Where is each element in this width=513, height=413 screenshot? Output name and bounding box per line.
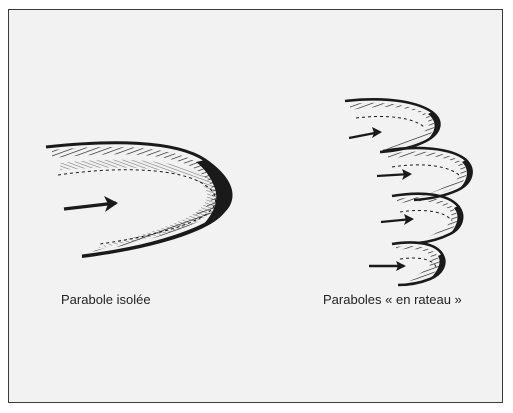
rake-parabolic-dunes (345, 99, 472, 285)
wind-arrow-icon (369, 261, 406, 271)
wind-arrow-icon (349, 127, 382, 138)
wind-arrow-icon (64, 196, 118, 212)
caption-isolated-parabola: Parabole isolée (61, 292, 151, 307)
wind-arrow-icon (381, 214, 414, 225)
rake-dune-3 (392, 194, 462, 243)
wind-arrow-icon (377, 169, 412, 180)
isolated-parabolic-dune (46, 143, 231, 258)
rake-dune-1 (345, 99, 439, 152)
caption-rake-parabolas: Paraboles « en rateau » (323, 292, 462, 307)
